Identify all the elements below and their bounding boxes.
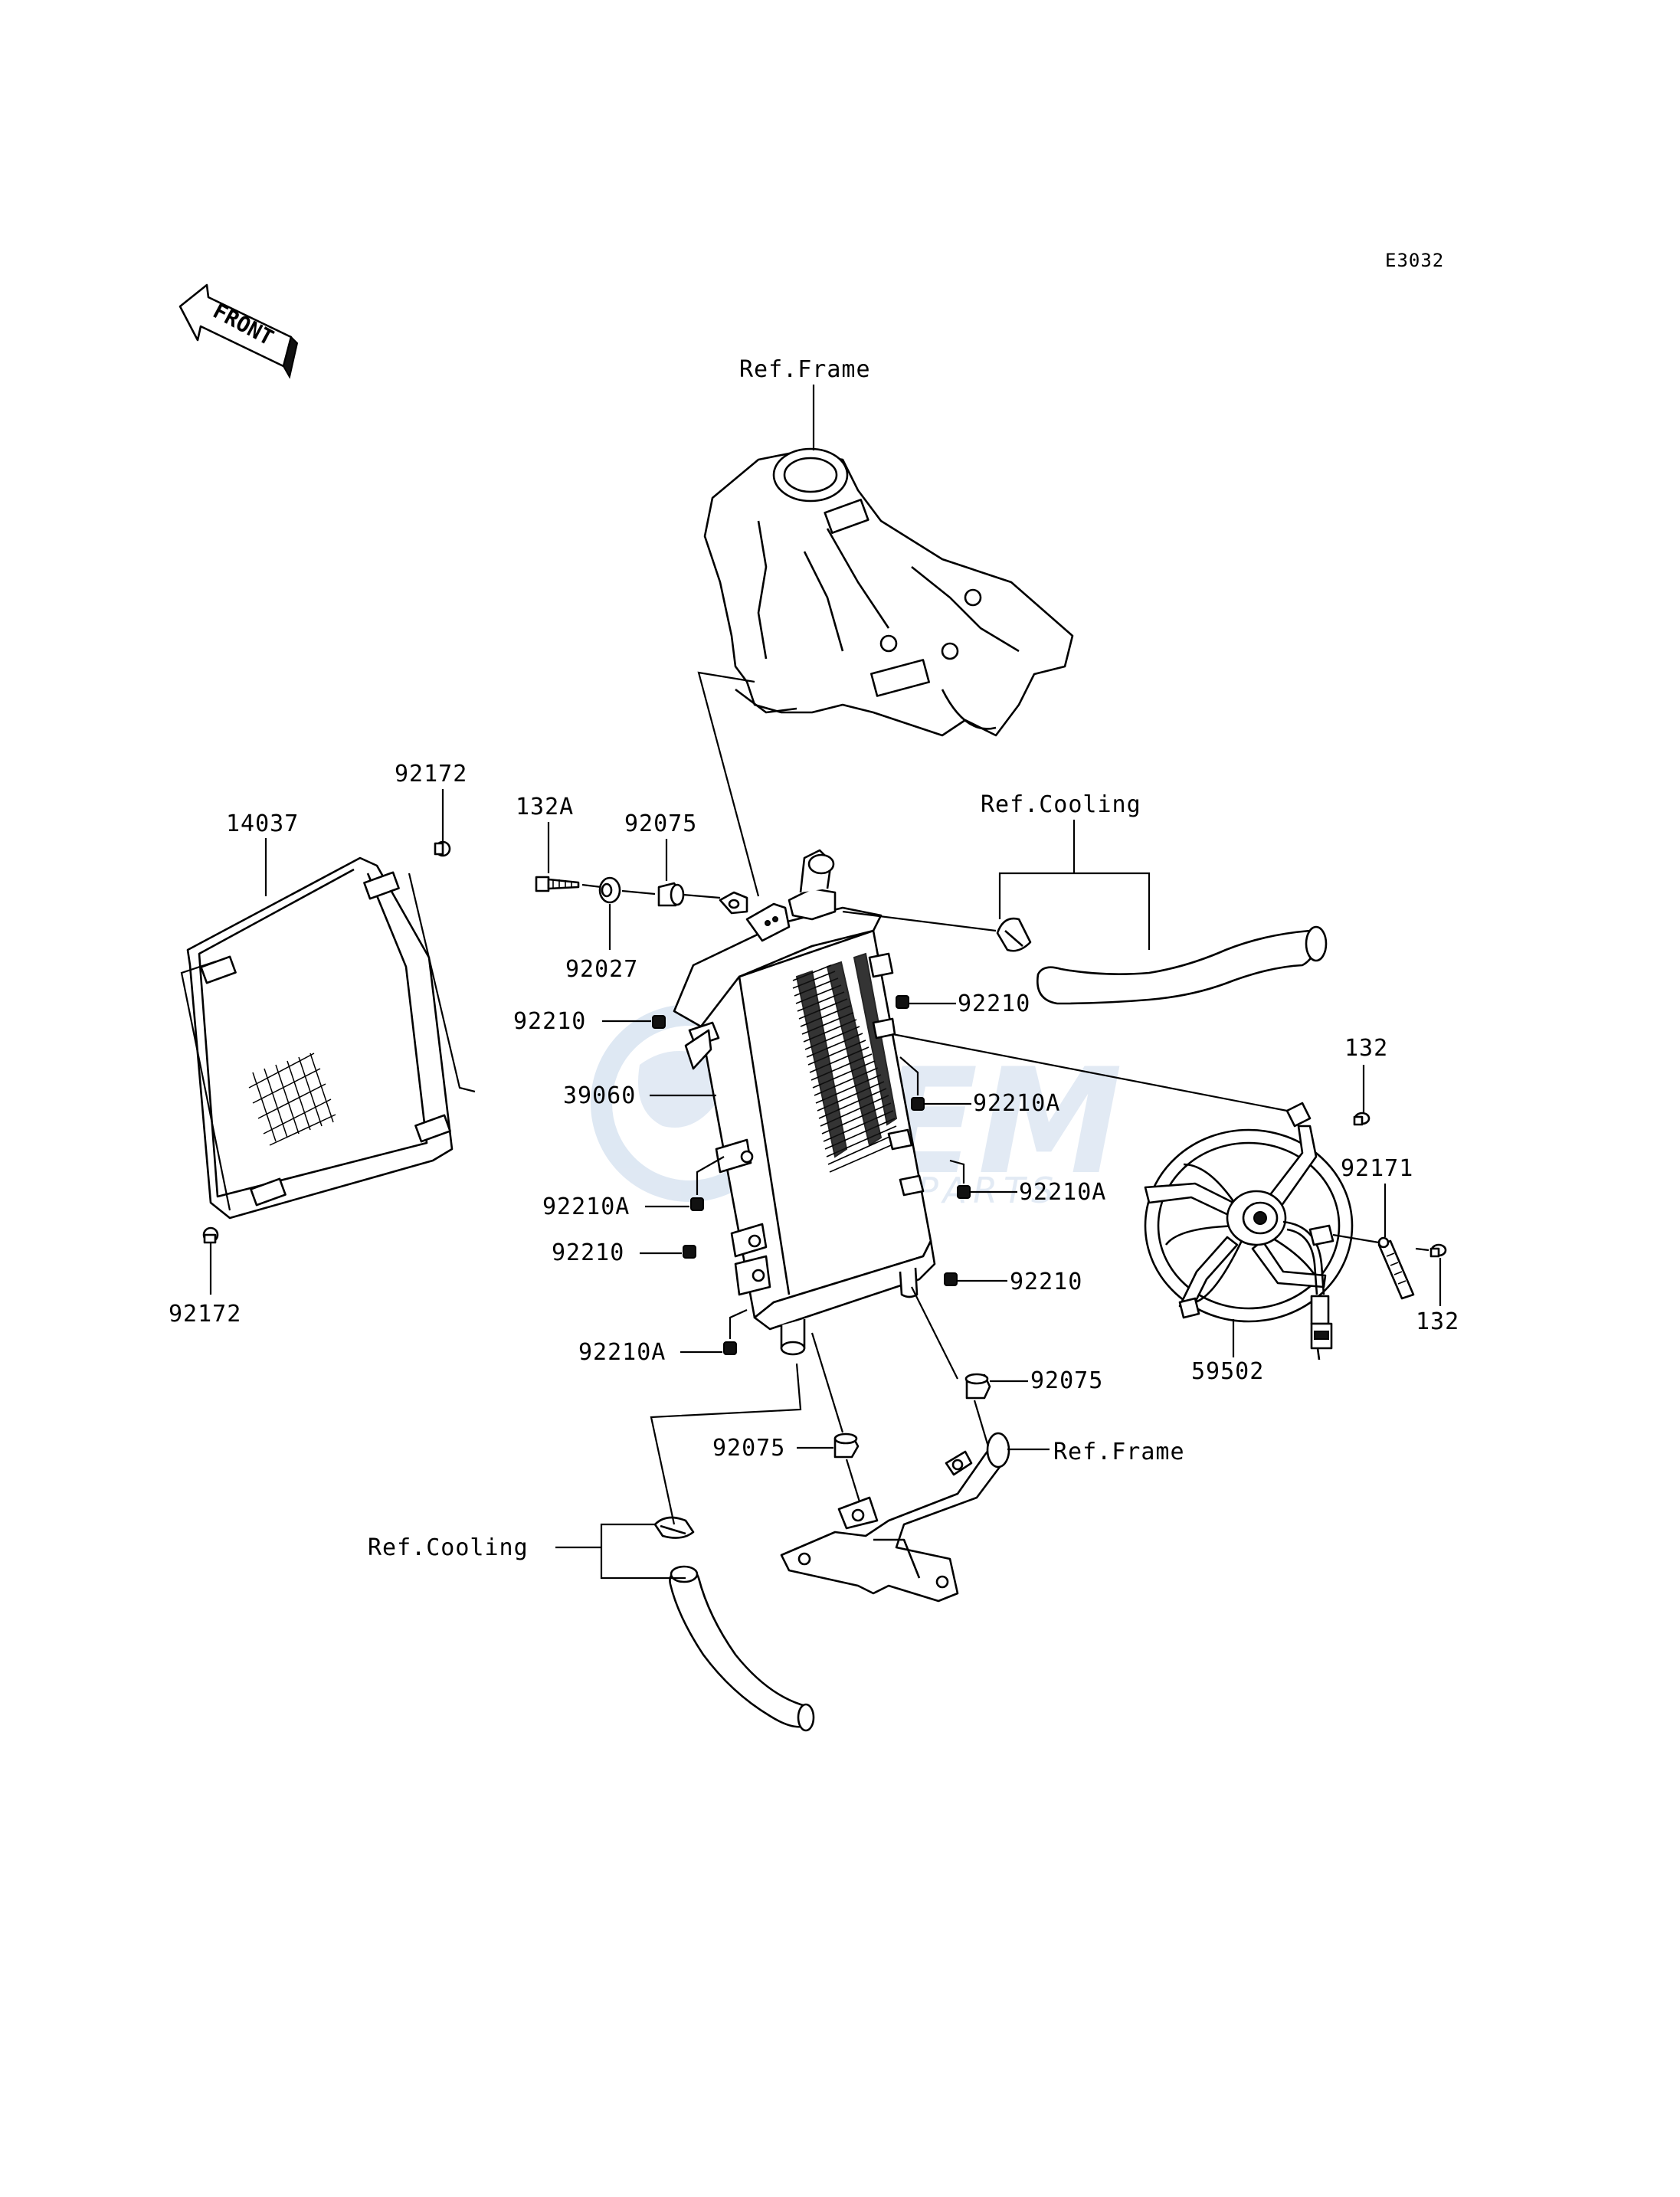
part-39060-label: 39060 [563,1082,636,1109]
part-92210-r1-label: 92210 [958,990,1030,1017]
part-92075-bottom-label: 92075 [712,1435,785,1462]
ref-frame-bottom-label: Ref.Frame [1053,1439,1185,1465]
part-92027-label: 92027 [565,956,638,983]
screw-92172-bottom-icon [202,1226,219,1244]
part-92171-label: 92171 [1341,1155,1413,1182]
screw-92172-top-icon [434,840,451,857]
frame-bracket-bottom [780,1432,1010,1603]
ref-cooling-bottom-label: Ref.Cooling [368,1534,529,1561]
upper-cooling-hose [996,917,1328,1005]
part-92172-top-label: 92172 [395,761,467,787]
ref-frame-top-label: Ref.Frame [739,356,871,383]
bolt-132A-icon [535,876,580,892]
collar-92027-icon [598,876,621,904]
part-92210-r2-label: 92210 [1010,1269,1082,1295]
screw-132-bottom-icon [1429,1243,1447,1258]
clip-92210-l1-icon [652,1015,666,1029]
grommet-92075-right-icon [964,1373,991,1400]
part-132-top-label: 132 [1344,1035,1388,1062]
part-92210-l1-label: 92210 [513,1008,586,1035]
part-92075-top-label: 92075 [624,810,697,837]
clip-92210A-l1-icon [690,1197,704,1211]
cooling-fan-assembly [1144,1102,1354,1360]
part-92210A-r1-label: 92210A [973,1090,1060,1117]
part-59502-label: 59502 [1191,1358,1264,1385]
part-14037-label: 14037 [226,810,299,837]
grommet-92075-bottom-icon [833,1432,860,1459]
frame-assembly-top [703,447,1074,737]
front-arrow-icon: FRONT [178,283,299,379]
lower-cooling-hose [653,1516,815,1732]
clip-92210-r1-icon [896,995,909,1009]
ref-cooling-top-label: Ref.Cooling [981,791,1141,818]
clip-92210A-r1-icon [911,1097,925,1111]
part-92210A-l1-label: 92210A [542,1193,630,1220]
guard-mesh-pattern [248,1053,336,1146]
part-92075-right-label: 92075 [1030,1367,1103,1394]
radiator-guard [186,856,454,1220]
grommet-92075-top-icon [657,882,685,907]
diagram-code: E3032 [1385,250,1444,271]
screw-132-top-icon [1353,1112,1371,1126]
part-92210-l2-label: 92210 [552,1239,624,1266]
part-92210A-l2-label: 92210A [578,1339,666,1366]
part-92172-bottom-label: 92172 [169,1301,241,1328]
clip-92210A-r2-icon [957,1185,971,1199]
clip-92210-r2-icon [944,1272,958,1286]
clip-92210-l2-icon [683,1245,696,1259]
part-132-bottom-label: 132 [1416,1308,1459,1335]
part-132A-label: 132A [516,794,574,820]
radiator-core [673,849,936,1356]
clamp-92171-icon [1377,1236,1415,1300]
clip-92210A-l2-icon [723,1341,737,1355]
part-92210A-r2-label: 92210A [1019,1179,1106,1206]
